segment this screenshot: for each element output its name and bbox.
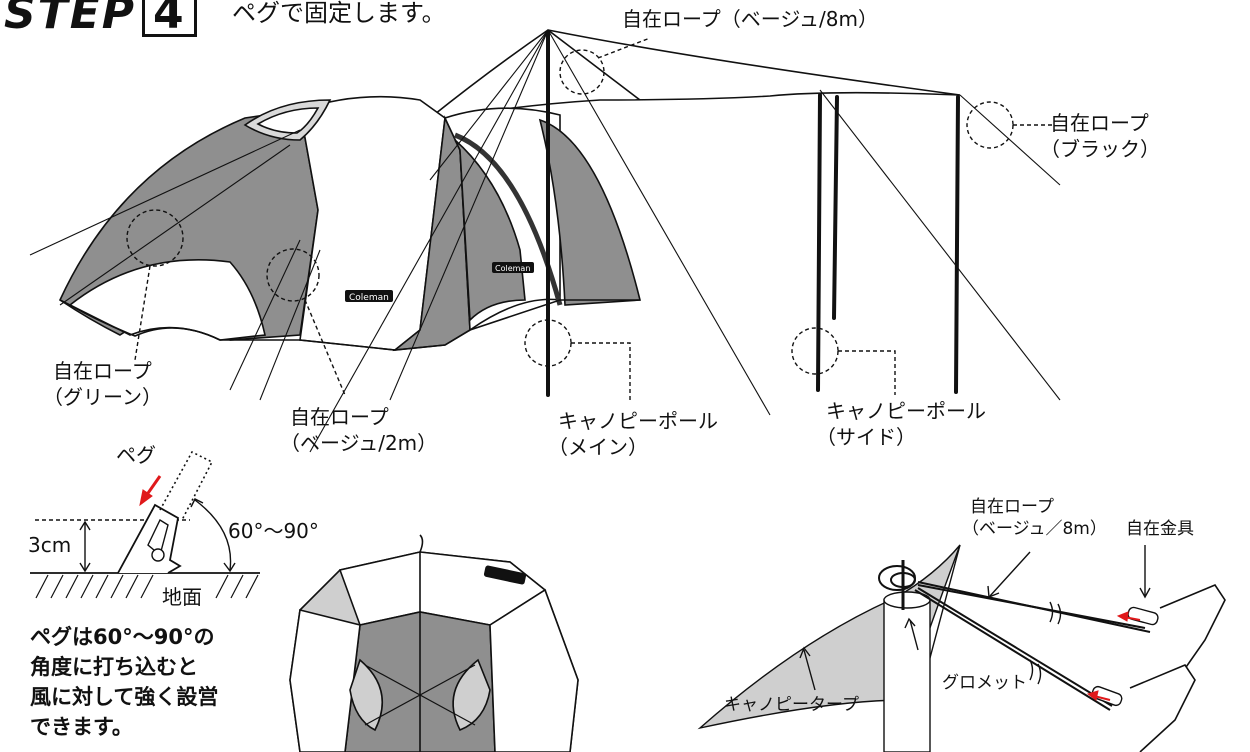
label-rope-black: 自在ロープ （ブラック） bbox=[1040, 110, 1160, 162]
peg-angle-diagram bbox=[30, 450, 260, 599]
label-pole-side-line2: （サイド） bbox=[816, 425, 916, 449]
step-badge-text: STEP bbox=[4, 0, 137, 39]
dome-tent bbox=[58, 95, 642, 352]
label-detail-rope: 自在ロープ （ベージュ／8m） bbox=[962, 496, 1107, 540]
canopy-tarp bbox=[427, 29, 961, 119]
label-rope-green: 自在ロープ （グリーン） bbox=[43, 358, 162, 410]
peg-note-line: ペグは60°～90°の bbox=[30, 625, 215, 649]
label-grommet: グロメット bbox=[942, 673, 1027, 693]
label-rope-beige-2m: 自在ロープ （ベージュ/2m） bbox=[280, 404, 437, 456]
label-pole-main-line2: （メイン） bbox=[548, 435, 648, 459]
rope-detail bbox=[697, 544, 1226, 752]
label-rope-black-line2: （ブラック） bbox=[1040, 137, 1160, 161]
label-ground: 地面 bbox=[160, 584, 204, 610]
label-fitting: 自在金具 bbox=[1126, 519, 1194, 539]
label-peg: ペグ bbox=[116, 443, 156, 467]
peg-note-line: 角度に打ち込むと bbox=[30, 655, 198, 679]
label-pole-main-line1: キャノピーポール bbox=[558, 409, 718, 433]
label-tarp: キャノピータープ bbox=[724, 695, 859, 715]
brand-logo: Coleman Coleman bbox=[345, 262, 534, 303]
label-detail-rope-line1: 自在ロープ bbox=[970, 497, 1054, 517]
label-detail-rope-line2: （ベージュ／8m） bbox=[962, 519, 1107, 539]
label-rope-beige-8m: 自在ロープ（ベージュ/8m） bbox=[622, 7, 878, 31]
canopy-poles bbox=[546, 30, 960, 397]
label-rope-beige-2m-line1: 自在ロープ bbox=[290, 405, 389, 429]
label-rope-black-line1: 自在ロープ bbox=[1050, 111, 1149, 135]
label-rope-green-line1: 自在ロープ bbox=[53, 359, 152, 383]
step-number: 4 bbox=[142, 0, 197, 37]
label-angle: 60°～90° bbox=[228, 519, 319, 543]
tent-top-view bbox=[289, 534, 579, 752]
callout-circles bbox=[126, 37, 1052, 400]
red-arrow-icon bbox=[139, 475, 162, 507]
guy-ropes bbox=[29, 29, 1061, 453]
step-instruction: ペグで固定します。 bbox=[232, 0, 446, 27]
peg-note-line: できます。 bbox=[30, 715, 133, 739]
label-depth: 3cm bbox=[28, 533, 72, 557]
label-pole-side: キャノピーポール （サイド） bbox=[816, 398, 986, 450]
peg-angle-note: ペグは60°～90°の 角度に打ち込むと 風に対して強く設営 できます。 bbox=[30, 622, 218, 742]
label-rope-green-line2: （グリーン） bbox=[43, 385, 162, 409]
label-rope-beige-2m-line2: （ベージュ/2m） bbox=[280, 431, 438, 455]
label-pole-side-line1: キャノピーポール bbox=[826, 399, 986, 423]
red-arrow-icon bbox=[1086, 611, 1141, 701]
peg-note-line: 風に対して強く設営 bbox=[30, 685, 219, 709]
label-pole-main: キャノピーポール （メイン） bbox=[548, 408, 718, 460]
brand-logo-text: Coleman bbox=[349, 293, 389, 303]
brand-logo-text: Coleman bbox=[495, 264, 530, 273]
